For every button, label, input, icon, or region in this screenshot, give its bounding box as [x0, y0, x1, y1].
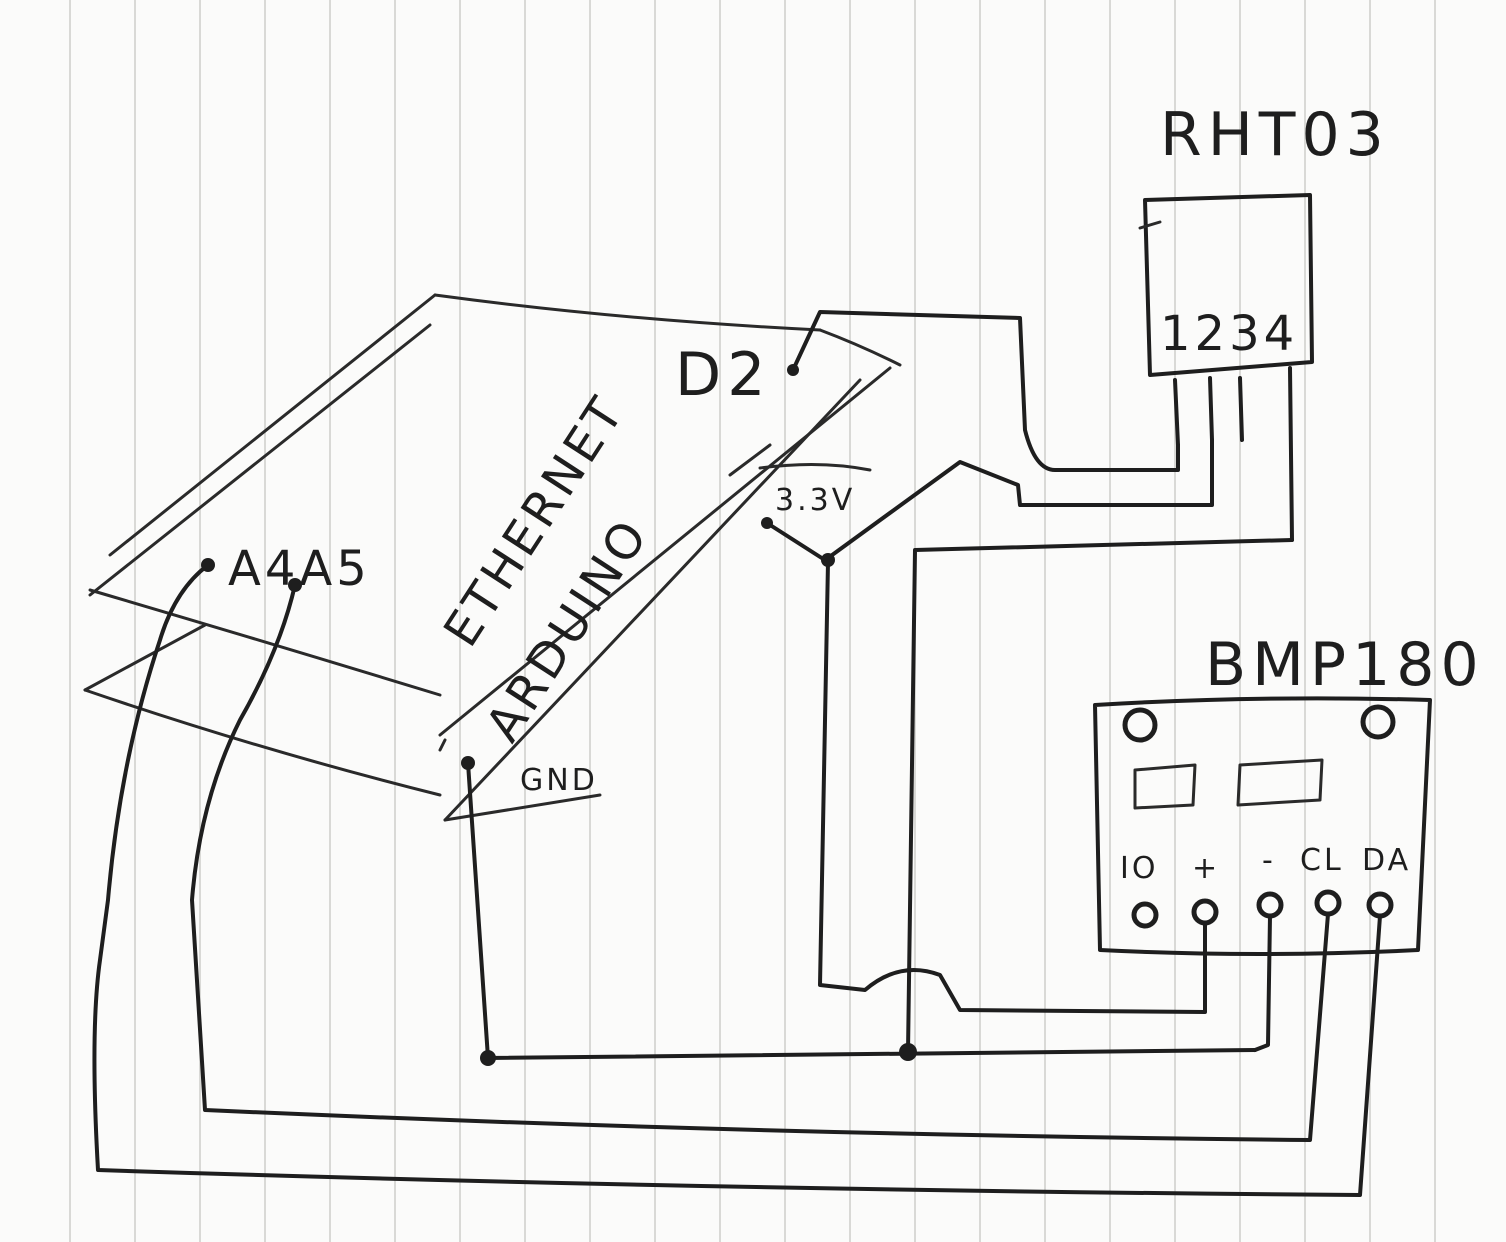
wire-a5-to-bmp180-cl — [190, 583, 1330, 1142]
bmp180-cl-label: CL — [1300, 843, 1344, 878]
wire-a4-to-bmp180-da — [92, 563, 1382, 1197]
wire-gnd-to-bmp180-minus — [1253, 914, 1272, 1052]
rht03-label: RHT03 — [1160, 100, 1390, 170]
arduino-board — [83, 293, 902, 822]
bmp180-da-label: DA — [1362, 843, 1411, 878]
gnd-junction-mid — [899, 1043, 917, 1061]
rht03-sensor — [1138, 193, 1314, 542]
bmp180-minus-pad — [1256, 891, 1284, 919]
bmp180-cl-pad — [1314, 889, 1342, 917]
wire-33v-to-node — [765, 521, 830, 564]
v33-junction — [821, 553, 835, 567]
bmp180-board — [1093, 696, 1432, 956]
bmp180-plus-pad — [1191, 898, 1219, 926]
bmp180-label: BMP180 — [1205, 630, 1485, 700]
bmp180-io-label: IO — [1120, 851, 1158, 886]
wire-rht03-gnd — [906, 538, 1294, 1054]
bmp180-minus-label: - — [1262, 843, 1276, 878]
bmp180-mount-hole-left — [1122, 707, 1158, 743]
rht03-pin-numbers: 1234 — [1160, 306, 1298, 362]
wires — [92, 310, 1382, 1197]
wire-rht03-vcc — [826, 438, 1214, 560]
wire-d2-to-rht03-data — [791, 310, 1180, 472]
gnd-junction-left — [480, 1050, 496, 1066]
gnd-pin-label: GND — [520, 763, 598, 798]
v33-pin-label: 3.3V — [775, 483, 855, 518]
d2-pin-label: D2 — [675, 340, 771, 410]
wire-33v-to-bmp180-plus — [818, 560, 1207, 1014]
bmp180-da-pad — [1366, 891, 1394, 919]
bmp180-plus-label: + — [1192, 851, 1220, 886]
bmp180-io-pad — [1131, 901, 1159, 929]
bmp180-mount-hole-right — [1360, 704, 1396, 740]
